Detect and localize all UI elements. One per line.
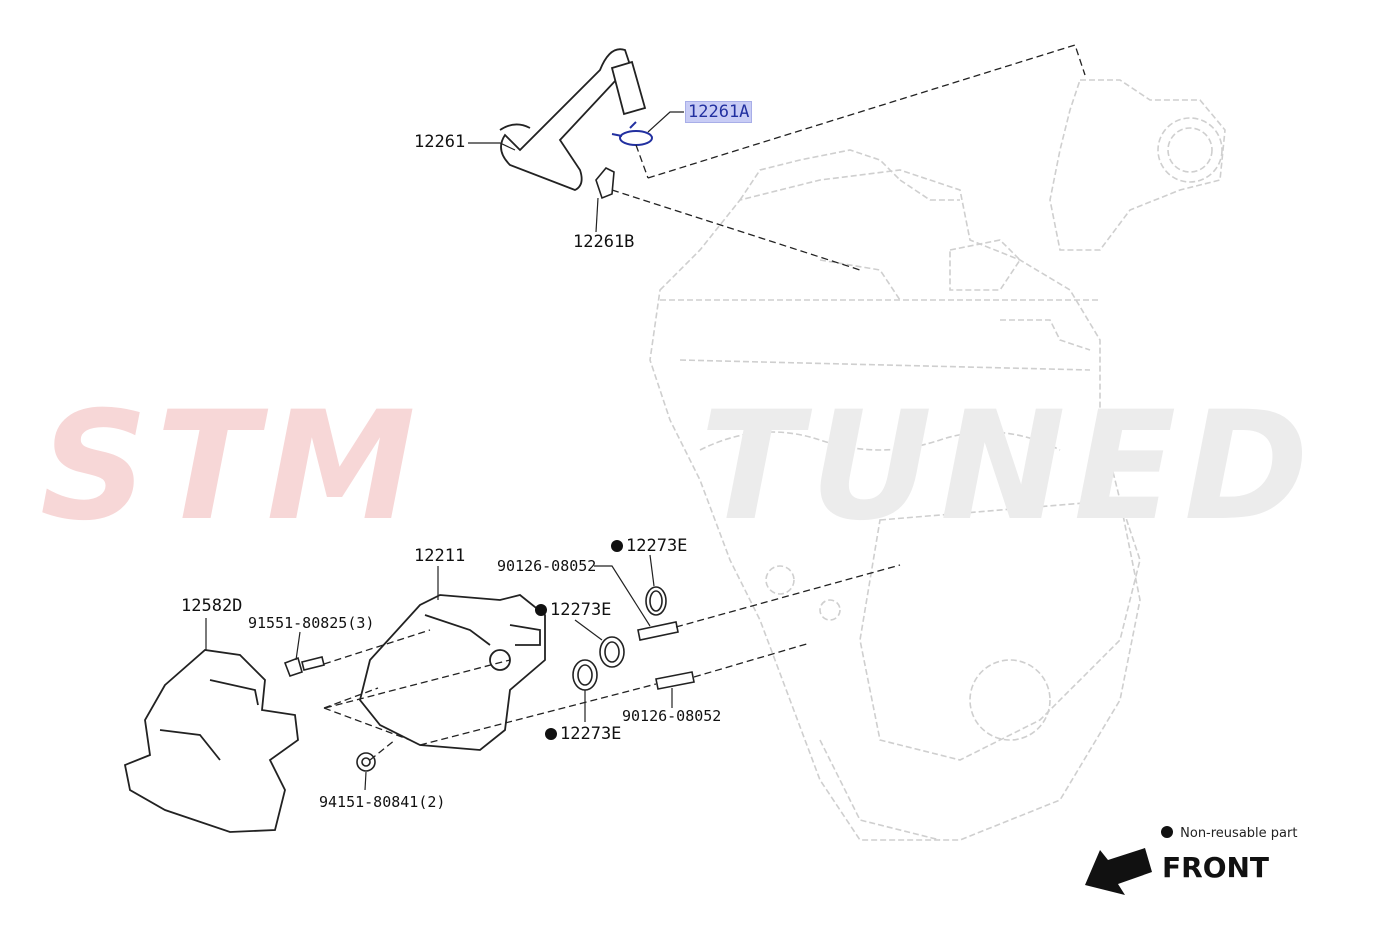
throttle-body-outline <box>1049 79 1226 251</box>
nut <box>356 752 376 772</box>
arrow-left-down-icon <box>1085 848 1152 895</box>
label-nut: 94151-80841(2) <box>319 793 446 811</box>
gaskets <box>572 586 667 691</box>
label-clip-b: 12261B <box>573 232 635 252</box>
non-reusable-dot-icon <box>535 604 547 616</box>
leader-lines <box>205 111 684 791</box>
alignment-lines <box>323 44 1086 761</box>
studs <box>637 621 695 690</box>
label-stud-bottom: 90126-08052 <box>622 707 722 725</box>
label-cover: 12211 <box>414 546 466 566</box>
engine-outline <box>649 149 1141 841</box>
legend-text: Non-reusable part <box>1180 826 1298 841</box>
hose-clip-b <box>595 167 615 200</box>
label-gasket-top: 12273E <box>611 536 687 556</box>
label-hose: 12261 <box>414 132 466 152</box>
label-bolt: 91551-80825(3) <box>248 614 375 632</box>
label-stud-top: 90126-08052 <box>497 557 597 575</box>
watermark-tuned: TUNED <box>700 380 1317 554</box>
label-bracket: 12582D <box>181 596 243 616</box>
bracket <box>123 649 299 833</box>
legend-dot-icon <box>1161 826 1173 838</box>
pcv-hose <box>499 48 647 191</box>
legend: Non-reusable part <box>1161 826 1297 841</box>
bolt <box>283 656 325 678</box>
label-gasket-mid: 12273E <box>535 600 611 620</box>
valve-cover-part <box>359 594 546 751</box>
watermark-stm: STM <box>40 380 424 554</box>
hose-clip-a <box>611 121 653 146</box>
non-reusable-dot-icon <box>545 728 557 740</box>
label-clip-a: 12261A <box>685 101 753 123</box>
front-label: FRONT <box>1162 851 1270 884</box>
label-gasket-bottom: 12273E <box>545 724 621 744</box>
non-reusable-dot-icon <box>611 540 623 552</box>
